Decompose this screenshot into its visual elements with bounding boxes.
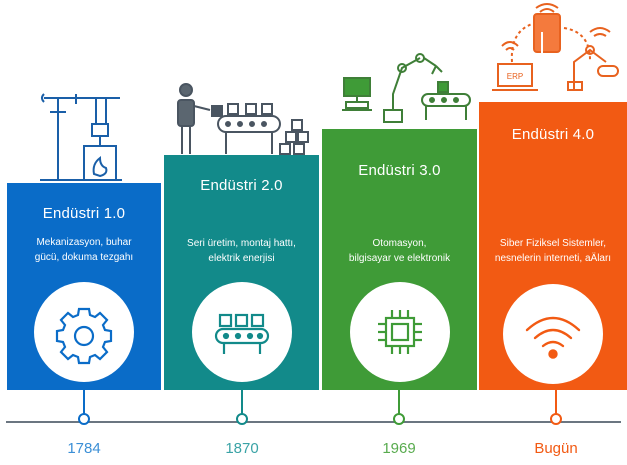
assembly-worker-illustration [177, 83, 309, 155]
conveyor-belt-icon [214, 313, 269, 354]
timeline-node-2 [236, 413, 248, 425]
microchip-icon [377, 310, 422, 354]
iot-erp-illustration: ERP [492, 3, 619, 91]
era-description: Seri üretim, montaj hattı,elektrik enerj… [187, 238, 296, 264]
era-panel-4: Endüstri 4.0 Siber Fiziksel Sistemler,ne… [479, 102, 627, 390]
wifi-icon [525, 316, 581, 359]
timeline-stem-3 [398, 390, 400, 414]
timeline-year-1: 1784 [67, 440, 101, 457]
erp-label: ERP [507, 72, 523, 81]
timeline-year-2: 1870 [225, 440, 259, 457]
timeline-node-3 [393, 413, 405, 425]
steam-engine-illustration [40, 93, 122, 181]
timeline-node-4 [550, 413, 562, 425]
timeline-stem-2 [241, 390, 243, 414]
era-title: Endüstri 4.0 [511, 126, 595, 143]
gear-icon [55, 307, 113, 365]
timeline-year-4: Bugün [534, 440, 578, 457]
timeline-axis [6, 421, 621, 423]
era-description: Otomasyon,bilgisayar ve elektronik [348, 238, 451, 264]
era-title: Endüstri 3.0 [358, 162, 441, 179]
robot-arm-computer-illustration [342, 53, 471, 123]
era-icon-circle [349, 282, 450, 382]
era-panel-3: Endüstri 3.0 Otomasyon,bilgisayar ve ele… [322, 129, 477, 390]
era-panel-2: Endüstri 2.0 Seri üretim, montaj hattı,e… [164, 155, 319, 390]
timeline-node-1 [78, 413, 90, 425]
era-icon-circle [503, 284, 603, 384]
era-description: Siber Fiziksel Sistemler,nesnelerin inte… [494, 238, 612, 264]
era-icon-circle [34, 282, 134, 382]
timeline-stem-1 [83, 390, 85, 414]
era-title: Endüstri 1.0 [42, 205, 126, 222]
era-icon-circle [191, 282, 292, 382]
timeline-stem-4 [555, 390, 557, 414]
era-title: Endüstri 2.0 [200, 177, 283, 194]
timeline-year-3: 1969 [382, 440, 416, 457]
